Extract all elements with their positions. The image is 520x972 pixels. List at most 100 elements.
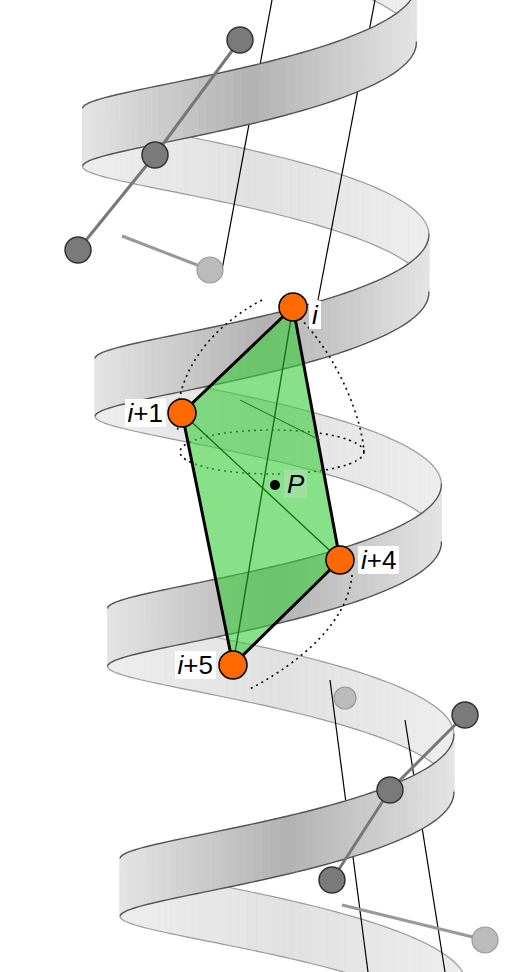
ribbon-segment	[264, 153, 273, 213]
ribbon-segment	[412, 773, 418, 834]
ribbon-segment	[237, 147, 246, 207]
ribbon-segment	[246, 149, 255, 209]
residue-marker	[219, 651, 247, 679]
ribbon-segment	[199, 581, 207, 641]
ribbon-segment	[349, 34, 356, 95]
ribbon-segment	[291, 160, 300, 220]
point-label: P	[284, 470, 307, 499]
ribbon-segment	[277, 57, 286, 117]
ribbon-segment	[82, 107, 83, 166]
ribbon-segment	[222, 886, 230, 946]
ribbon-segment	[106, 350, 109, 409]
ribbon-segment	[405, 203, 409, 264]
residue-dot	[142, 142, 168, 168]
ribbon-segment	[395, 685, 402, 746]
ribbon-segment	[316, 660, 325, 720]
ribbon-edge	[83, 0, 467, 972]
ribbon-segment	[389, 438, 395, 499]
ribbon-segment	[126, 598, 130, 657]
ribbon-segment	[432, 947, 437, 972]
ribbon-segment	[139, 594, 144, 653]
ribbon-segment	[369, 26, 375, 87]
ribbon-segment	[341, 175, 349, 236]
ribbon-segment	[179, 333, 187, 393]
ribbon-segment	[144, 340, 150, 399]
ribbon-segment	[394, 930, 401, 972]
ribbon-segment	[405, 520, 410, 581]
ribbon-segment	[358, 672, 366, 733]
ribbon-segment	[418, 770, 423, 831]
ribbon-segment	[409, 206, 413, 267]
ribbon-segment	[109, 95, 114, 154]
backbone-link	[342, 905, 485, 940]
ribbon-segment	[361, 427, 368, 488]
ribbon-segment	[369, 430, 376, 491]
ribbon-segment	[107, 607, 108, 666]
ribbon-segment	[152, 844, 157, 903]
ribbon-segment	[403, 5, 406, 66]
backbone-dots-bottom	[319, 687, 498, 953]
ribbon-segment	[259, 62, 268, 122]
diagonal-line	[182, 413, 340, 560]
ribbon-segment	[395, 11, 399, 72]
ribbon-segment	[282, 157, 291, 217]
ribbon-segment	[242, 66, 251, 126]
ribbon-segment	[273, 155, 282, 215]
ribbon-segment	[145, 593, 151, 652]
ribbon-segment	[159, 84, 167, 144]
ribbon-segment	[354, 917, 362, 972]
ribbon-segment	[171, 334, 179, 394]
ribbon-segment	[428, 505, 431, 566]
ribbon-segment	[353, 425, 361, 486]
ribbon-segment	[420, 697, 425, 758]
ribbon-segment	[220, 829, 228, 889]
ribbon-segment	[187, 331, 195, 391]
ribbon-segment	[401, 933, 408, 972]
ribbon-segment	[151, 591, 157, 650]
ribbon-segment	[374, 677, 381, 738]
ribbon-segment	[132, 90, 138, 149]
residue-dot	[452, 702, 478, 728]
axis-line	[330, 680, 368, 972]
ribbon-segment	[193, 138, 201, 198]
ribbon-segment	[437, 950, 442, 972]
ribbon-segment	[169, 840, 175, 899]
ribbon-segment	[428, 764, 433, 825]
ribbon-segment	[203, 328, 211, 388]
ribbon-segment	[307, 657, 316, 717]
ribbon-segment	[370, 922, 378, 972]
ribbon-segment	[299, 162, 308, 222]
ribbon-segment	[381, 680, 388, 741]
ribbon-segment	[138, 89, 145, 148]
ribbon-segment	[207, 579, 215, 639]
diagonal-line	[240, 400, 320, 440]
ribbon-segment	[91, 101, 94, 160]
ribbon-segment	[310, 905, 319, 965]
ribbon-segment	[288, 814, 297, 874]
ribbon-segment	[407, 447, 412, 508]
ribbon-segment	[400, 200, 405, 261]
ribbon-segment	[120, 857, 121, 916]
ribbon-segment	[212, 831, 220, 891]
ribbon-segment	[337, 419, 345, 480]
green-plane	[182, 307, 340, 665]
ribbon-segment	[437, 758, 441, 819]
ribbon-segment	[128, 851, 131, 910]
ribbon-segment	[244, 824, 253, 884]
backbone-link	[390, 715, 465, 790]
residue-marker	[168, 399, 196, 427]
ribbon-segment	[388, 683, 395, 744]
axis-line	[222, 0, 272, 270]
ribbon-segment	[292, 901, 301, 961]
ribbon-segment	[381, 276, 387, 337]
ribbon-segment	[366, 675, 374, 736]
ribbon-segment	[383, 435, 390, 496]
orange-residues	[168, 293, 354, 679]
ribbon-segment	[354, 287, 361, 348]
ribbon-segment	[391, 14, 396, 75]
ribbon-segment	[120, 93, 126, 152]
ribbon-segment	[349, 177, 356, 238]
ribbon-segment	[370, 185, 377, 246]
ribbon-segment	[302, 50, 310, 110]
